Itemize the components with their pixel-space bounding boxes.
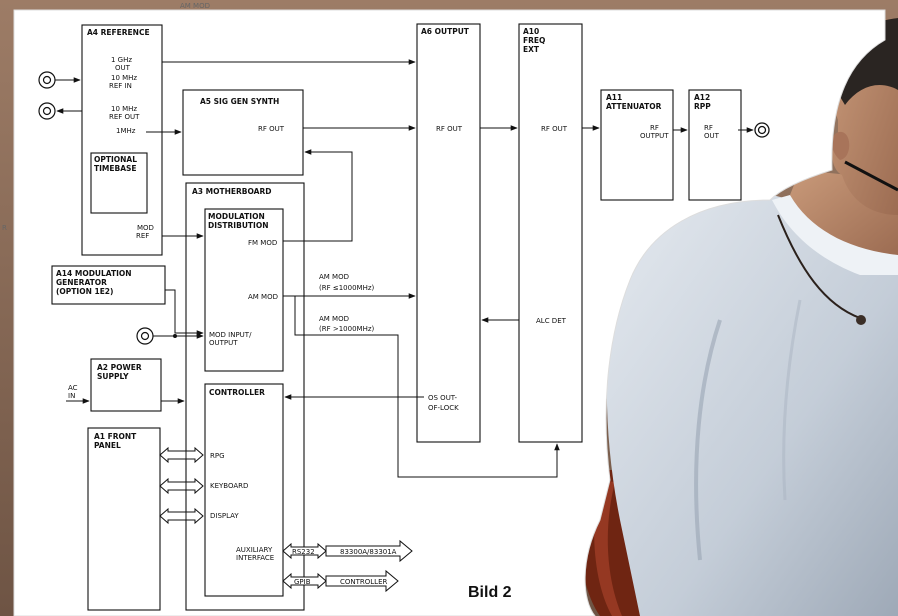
ac-in-label: AC — [68, 384, 78, 392]
am-mod-high-label: AM MOD — [319, 315, 349, 323]
a5-rf-out-label: RF OUT — [258, 125, 285, 133]
mod-io-label: MOD INPUT/ — [209, 331, 252, 339]
a5-title: A5 SIG GEN SYNTH — [200, 97, 279, 106]
a10-rf-out-label: RF OUT — [541, 125, 568, 133]
a10-freq-ext-block — [519, 24, 582, 442]
a10-title: FREQ — [523, 36, 545, 45]
mod-bnc-connector-icon — [137, 328, 153, 344]
alc-det-label: ALC DET — [536, 317, 567, 325]
moddist-title: DISTRIBUTION — [208, 221, 268, 230]
a10-title: EXT — [523, 45, 540, 54]
a6-rf-out-label: RF OUT — [436, 125, 463, 133]
a3-title: A3 MOTHERBOARD — [192, 187, 271, 196]
os-out-of-lock-label: OF-LOCK — [428, 404, 459, 412]
a12-rf-out-label: RF — [704, 124, 713, 132]
a4-title: A4 REFERENCE — [87, 28, 150, 37]
a4-1ghz-label: 1 GHz — [111, 56, 132, 64]
controller-title: CONTROLLER — [209, 388, 265, 397]
aux-interface-label: AUXILIARY — [236, 546, 273, 554]
a14-title: (OPTION 1E2) — [56, 287, 113, 296]
fm-mod-label: FM MOD — [248, 239, 277, 247]
a4-1mhz-label: 1MHz — [116, 127, 136, 135]
a11-rf-output-label: RF — [650, 124, 659, 132]
rpg-label: RPG — [210, 452, 225, 460]
a4-ref-out-label: REF OUT — [109, 113, 140, 121]
a14-title: A14 MODULATION — [56, 269, 132, 278]
a11-rf-output-label: OUTPUT — [640, 132, 669, 140]
controller-ext-label: CONTROLLER — [340, 578, 388, 586]
rf-output-connector-icon — [755, 123, 769, 137]
a12-title: RPP — [694, 102, 711, 111]
a2-title: SUPPLY — [97, 372, 129, 381]
a4-ref-in-label: REF IN — [109, 82, 132, 90]
faded-label: AM MOD — [180, 2, 210, 10]
faded-label: R — [2, 224, 7, 232]
ext-83300a-label: 83300A/83301A — [340, 548, 397, 556]
a11-title: ATTENUATOR — [606, 102, 662, 111]
optional-timebase-label: TIMEBASE — [94, 164, 137, 173]
a1-title: A1 FRONT — [94, 432, 137, 441]
controller-block — [205, 384, 283, 596]
a4-1ghz-label: OUT — [115, 64, 131, 72]
a4-ref-in-label: 10 MHz — [111, 74, 137, 82]
rs232-label: RS232 — [292, 548, 315, 556]
bnc-connector-icon — [39, 72, 55, 88]
a11-title: A11 — [606, 93, 622, 102]
bnc-connector-icon — [39, 103, 55, 119]
a1-title: PANEL — [94, 441, 121, 450]
figure-caption: Bild 2 — [468, 584, 512, 601]
a6-title: A6 OUTPUT — [421, 27, 470, 36]
am-mod-high-label: (RF >1000MHz) — [319, 325, 375, 333]
a12-title: A12 — [694, 93, 710, 102]
ac-in-label: IN — [68, 392, 75, 400]
a4-mod-ref-label: REF — [136, 232, 149, 240]
optional-timebase-label: OPTIONAL — [94, 155, 137, 164]
a10-title: A10 — [523, 27, 539, 36]
display-label: DISPLAY — [210, 512, 239, 520]
am-mod-low-label: AM MOD — [319, 273, 349, 281]
mod-io-label: OUTPUT — [209, 339, 238, 347]
a6-output-block — [417, 24, 480, 442]
a2-title: A2 POWER — [97, 363, 142, 372]
am-mod-low-label: (RF ≤1000MHz) — [319, 284, 375, 292]
a1-front-panel-block — [88, 428, 160, 610]
aux-interface-label: INTERFACE — [236, 554, 274, 562]
a4-ref-out-label: 10 MHz — [111, 105, 137, 113]
a12-rf-out-label: OUT — [704, 132, 720, 140]
os-out-of-lock-label: OS OUT- — [428, 394, 457, 402]
keyboard-label: KEYBOARD — [210, 482, 248, 490]
moddist-title: MODULATION — [208, 212, 265, 221]
am-mod-label: AM MOD — [248, 293, 278, 301]
a14-title: GENERATOR — [56, 278, 107, 287]
a4-mod-ref-label: MOD — [137, 224, 154, 232]
gpib-label: GPIB — [294, 578, 311, 586]
